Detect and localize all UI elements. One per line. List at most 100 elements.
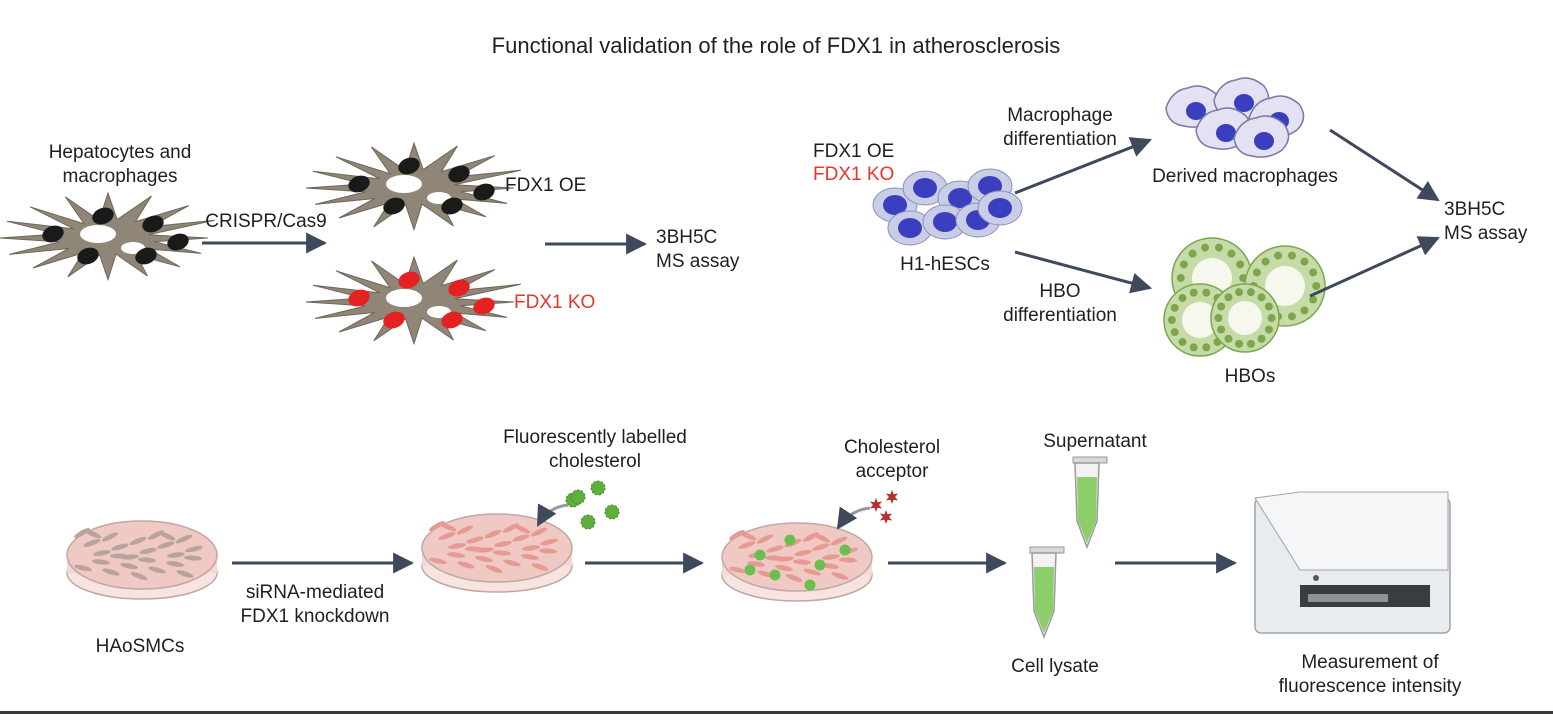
cell-nucleus (142, 215, 164, 233)
organoid-cell (1267, 314, 1276, 322)
smooth-muscle-cell (793, 559, 811, 565)
smooth-muscle-cell (476, 547, 494, 553)
haosmc-label: HAoSMCs (95, 636, 185, 657)
smooth-muscle-cell (457, 561, 475, 569)
organoid-cell (1287, 251, 1296, 260)
smooth-muscle-cell (821, 563, 839, 569)
organoid-cell (1274, 251, 1283, 260)
stem-cell-nucleus (948, 188, 972, 208)
organoid-cell (1235, 288, 1244, 297)
smooth-muscle-cell (775, 565, 793, 571)
smooth-muscle-cell (738, 541, 756, 549)
smooth-muscle-cell (756, 534, 774, 544)
acceptor-dish (721, 522, 873, 602)
arrow-macrophage-differentiation (1014, 137, 1152, 195)
smooth-muscle-cell (475, 556, 493, 562)
labelled-cholesterol-label: Fluorescently labelled cholesterol (503, 427, 687, 472)
organoid-lumen (1182, 302, 1218, 338)
organoid-cell (1170, 303, 1179, 312)
macrophage-step-label: Macrophage differentiation (1003, 105, 1117, 150)
cell-lysate-label: Cell lysate (1011, 656, 1099, 677)
crispr-label: CRISPR/Cas9 (205, 211, 327, 232)
cell-nucleus (92, 207, 114, 225)
fdx1-ko-cells (305, 255, 521, 346)
hbo-result-label: HBOs (1224, 366, 1276, 387)
stem-cell-nucleus (883, 195, 907, 215)
smooth-muscle-cell (521, 554, 539, 560)
organoid-cell (1309, 295, 1318, 304)
organoid-cell (1179, 260, 1188, 269)
bottom-divider (0, 711, 1553, 714)
smooth-muscle-cell (812, 543, 830, 551)
organoid-cell (1300, 306, 1309, 315)
fluorescent-cholesterol-particle (570, 489, 586, 505)
smooth-muscle-cell (166, 561, 184, 567)
smooth-muscle-cell (157, 541, 175, 549)
organoid-cell (1264, 302, 1273, 311)
organoid-cell (1188, 249, 1197, 258)
organoid-cell (1236, 260, 1245, 269)
organoid-cell (1201, 243, 1210, 252)
cell-nucleus (348, 175, 370, 193)
organoid-cell (1300, 257, 1309, 266)
knockdown-label: siRNA-mediated FDX1 knockdown (240, 582, 390, 627)
smooth-muscle-cell (92, 559, 110, 565)
organoid-cell (1224, 334, 1233, 343)
organoid-cell (1224, 293, 1233, 302)
fluorescence-plate-reader (1254, 491, 1451, 634)
reader-lid (1254, 491, 1449, 571)
organoid-cell (1264, 325, 1273, 334)
organoid-cell (1257, 293, 1266, 302)
cell-nucleus (167, 233, 189, 251)
source-cells-label: Hepatocytes and macrophages (48, 142, 192, 187)
cell-nucleus (77, 247, 99, 265)
figure-title: Functional validation of the role of FDX… (491, 33, 1061, 58)
stem-cell-nucleus (988, 198, 1012, 218)
smooth-muscle-cell (101, 532, 119, 542)
smooth-muscle-cell (129, 536, 147, 546)
organoid-lumen (1228, 301, 1262, 335)
smooth-muscle-cell (785, 574, 803, 582)
supernatant-tube (1072, 456, 1108, 550)
smooth-muscle-cell (729, 566, 747, 574)
macrophage-nucleus (1254, 132, 1274, 150)
organoid-cell (1202, 288, 1211, 297)
smooth-muscle-cell (813, 533, 831, 543)
labelled-cholesterol-in-cell (769, 569, 781, 581)
hepatocyte-macrophage-cells (0, 191, 215, 282)
arrow-to-assay-hbo (1309, 236, 1440, 298)
cell-nucleus (473, 297, 495, 315)
cell-nucleus (441, 311, 463, 329)
smooth-muscle-cell (111, 543, 129, 551)
smooth-muscle-cell (175, 534, 193, 544)
cell-nucleus (383, 311, 405, 329)
organoid-cell (1252, 268, 1261, 277)
organoid-cell (1261, 257, 1270, 266)
macrophage-result-label: Derived macrophages (1152, 166, 1338, 187)
labelled-dish (421, 513, 573, 593)
ko-label-right: FDX1 KO (813, 164, 895, 185)
hbo-step-label: HBO differentiation (1003, 281, 1117, 326)
smooth-muscle-cell (138, 557, 156, 563)
cell-gap (80, 225, 116, 243)
oe-label-right: FDX1 OE (813, 141, 895, 162)
smooth-muscle-cell (130, 572, 148, 580)
smooth-muscle-cell (522, 545, 540, 551)
macrophage-nucleus (1216, 124, 1236, 142)
labelled-cholesterol-in-cell (744, 564, 756, 576)
smooth-muscle-cell (512, 534, 530, 542)
smooth-muscle-cell (74, 564, 92, 572)
organoid-cell (1227, 249, 1236, 258)
smooth-muscle-cell (739, 531, 757, 541)
smooth-muscle-cell (456, 525, 474, 535)
organoid-cell (1246, 288, 1255, 297)
organoid-cell (1309, 268, 1318, 277)
h1-hesc-cluster (872, 168, 1023, 246)
smooth-muscle-cell (822, 554, 840, 560)
reader-tray (1308, 594, 1388, 602)
smooth-muscle-cell (494, 540, 512, 548)
cell-nucleus (448, 279, 470, 297)
stem-cells-label: H1-hESCs (900, 254, 990, 275)
labelled-cholesterol-in-cell (754, 549, 766, 561)
cell-gap (386, 175, 422, 193)
